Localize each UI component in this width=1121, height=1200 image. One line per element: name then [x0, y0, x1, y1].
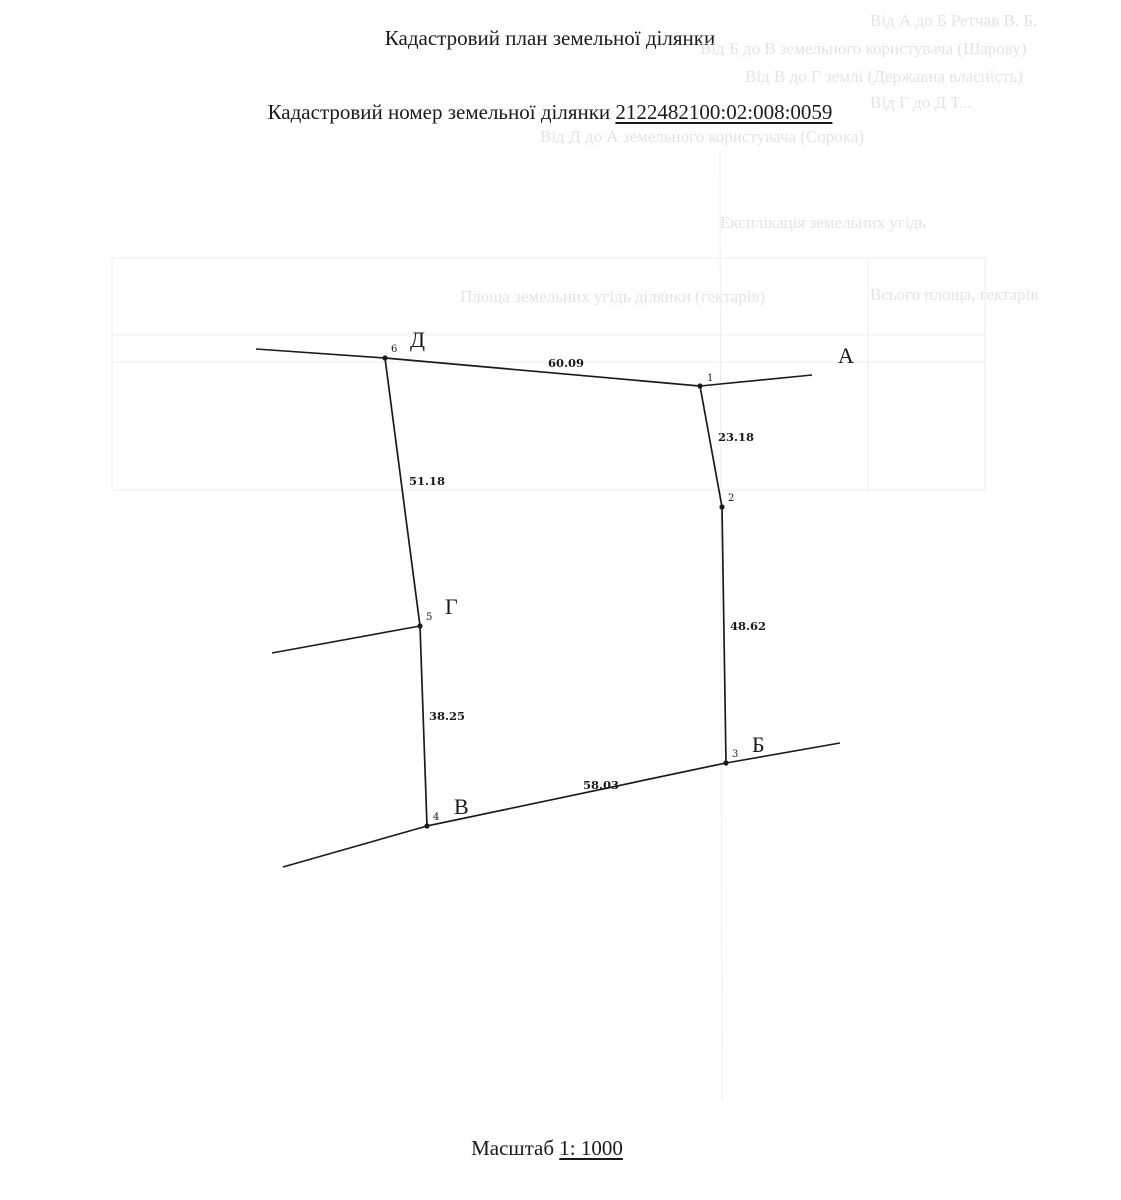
edge-length-1-2: 23.18: [718, 430, 754, 444]
edge-length-6-1: 60.09: [548, 356, 584, 370]
vertex-6-label: 6: [391, 344, 397, 355]
vertex-1-label: 1: [707, 373, 713, 384]
scale-line: Масштаб 1: 1000: [0, 1134, 1094, 1162]
neighbor-label-g: Г: [445, 594, 458, 619]
cadastral-number-line: Кадастровий номер земельної ділянки 2122…: [0, 98, 1100, 126]
vertex-1-marker: [697, 383, 703, 389]
neighbor-label-b: Б: [752, 732, 765, 757]
bleed-text: Від Д до А земельного користувача (Сорок…: [540, 127, 864, 146]
boundary-extension-b: [725, 742, 841, 764]
bleed-text: Всього площа, гектарів: [870, 285, 1038, 304]
scale-value: 1: 1000: [559, 1136, 623, 1160]
bleed-text: Експлікація земельних угідь: [720, 213, 926, 232]
scale-label: Масштаб: [471, 1136, 555, 1160]
neighbor-label-a: А: [838, 343, 854, 368]
vertex-5-marker: [417, 623, 423, 629]
edge-length-5-6: 51.18: [409, 474, 445, 488]
bleed-text: Площа земельних угідь ділянки (гектарів): [460, 287, 765, 306]
edge-length-3-4: 58.03: [583, 778, 619, 792]
boundary-extension-d: [255, 348, 386, 359]
vertex-3-label: 3: [732, 749, 738, 760]
boundary-extension-g: [271, 625, 421, 654]
bleed-text: Від Г до Д Т...: [870, 93, 972, 112]
vertex-4-label: 4: [433, 812, 439, 823]
vertex-2-label: 2: [728, 493, 734, 504]
vertex-4-marker: [424, 823, 430, 829]
vertex-3-marker: [723, 760, 729, 766]
cadastral-number-label: Кадастровий номер земельної ділянки: [267, 100, 611, 124]
vertex-5-label: 5: [426, 612, 432, 623]
boundary-extension-a: [699, 374, 813, 387]
neighbor-label-v: В: [454, 794, 469, 819]
bleed-text: Від А до Б Ретчав В. Б.: [870, 11, 1037, 30]
edge-length-4-5: 38.25: [429, 709, 465, 723]
parcel-vertices: [382, 355, 729, 829]
vertex-2-marker: [719, 504, 725, 510]
boundary-extension-v: [282, 825, 428, 868]
bleed-through-layer: Від А до Б Ретчав В. Б. Від Б до В земел…: [111, 11, 1038, 1101]
neighbor-boundaries: [255, 348, 841, 868]
neighbor-label-d: Д: [410, 327, 425, 352]
plan-title: Кадастровий план земельної ділянки: [384, 26, 716, 50]
vertex-6-marker: [382, 355, 388, 361]
bleed-text: Від В до Г землі (Державна власність): [745, 67, 1023, 86]
cadastral-number-value: 2122482100:02:008:0059: [615, 100, 833, 124]
edge-length-2-3: 48.62: [730, 619, 766, 633]
bleed-text: Від Б до В земельного користувача (Шаров…: [700, 39, 1026, 58]
parcel-boundary: [384, 357, 727, 828]
